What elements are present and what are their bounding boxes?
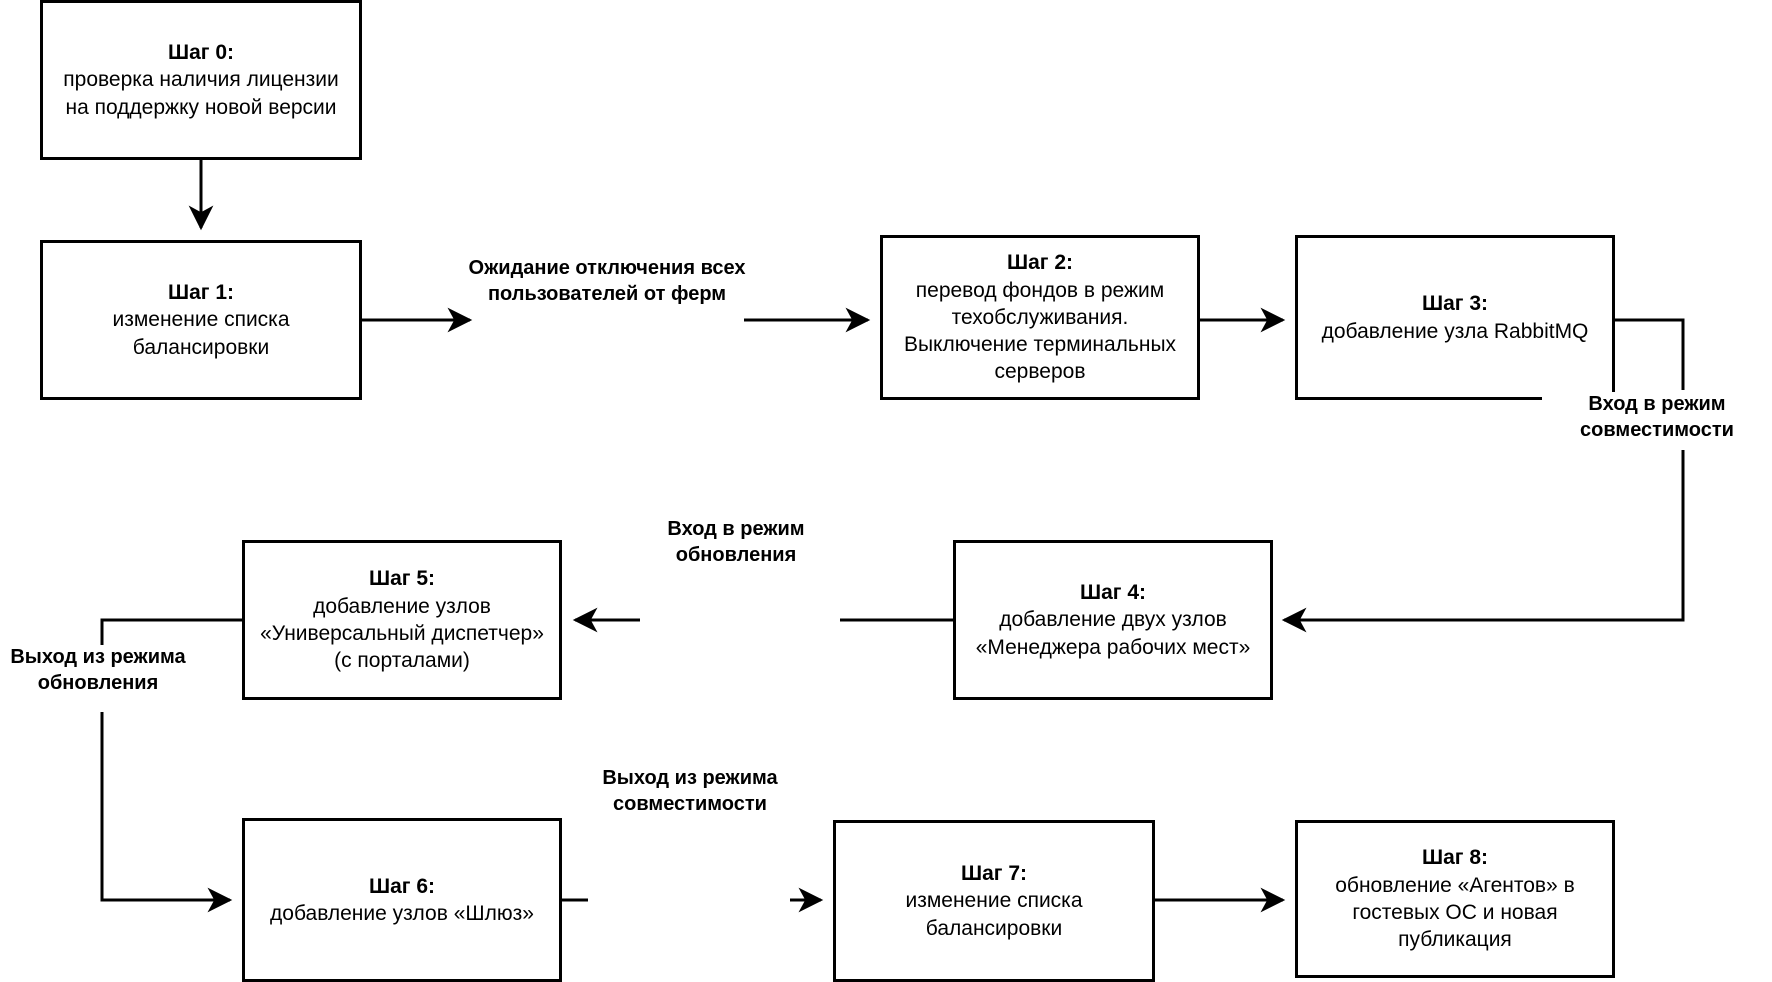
node-step1[interactable]: Шаг 1: изменение списка балансировки (40, 240, 362, 400)
edge-label-enter-update: Вход в режим обновления (638, 517, 834, 569)
node-step0[interactable]: Шаг 0: проверка наличия лицензии на подд… (40, 0, 362, 160)
node-step5[interactable]: Шаг 5: добавление узлов «Универсальный д… (242, 540, 562, 700)
node-step5-body: добавление узлов «Универсальный диспетче… (260, 594, 544, 673)
node-step3[interactable]: Шаг 3: добавление узла RabbitMQ (1295, 235, 1615, 400)
node-step4-body: добавление двух узлов «Менеджера рабочих… (975, 608, 1251, 659)
node-step4-title: Шаг 4: (1079, 581, 1147, 605)
node-step3-title: Шаг 3: (1421, 292, 1489, 316)
edge-label-exit-compat: Выход из режима совместимости (586, 766, 794, 818)
node-step0-title: Шаг 0: (167, 41, 235, 65)
node-step3-body: добавление узла RabbitMQ (1321, 319, 1589, 343)
node-step8-body: обновление «Агентов» в гостевых ОС и нов… (1335, 873, 1575, 952)
edge-label-wait-users: Ожидание отключения всех пользователей о… (466, 256, 748, 308)
node-step2-title: Шаг 2: (1006, 251, 1074, 275)
node-step6[interactable]: Шаг 6: добавление узлов «Шлюз» (242, 818, 562, 982)
node-step1-title: Шаг 1: (167, 281, 235, 305)
node-step4[interactable]: Шаг 4: добавление двух узлов «Менеджера … (953, 540, 1273, 700)
node-step2[interactable]: Шаг 2: перевод фондов в режим техобслужи… (880, 235, 1200, 400)
node-step7[interactable]: Шаг 7: изменение списка балансировки (833, 820, 1155, 982)
node-step8-title: Шаг 8: (1421, 846, 1489, 870)
node-step8[interactable]: Шаг 8: обновление «Агентов» в гостевых О… (1295, 820, 1615, 978)
node-step6-title: Шаг 6: (368, 874, 436, 898)
node-step5-title: Шаг 5: (368, 567, 436, 591)
edge-label-exit-update: Выход из режима обновления (0, 645, 196, 697)
node-step7-title: Шаг 7: (960, 862, 1028, 886)
node-step0-body: проверка наличия лицензии на поддержку н… (63, 68, 339, 119)
edge-label-enter-compat: Вход в режим совместимости (1542, 392, 1772, 444)
node-step6-body: добавление узлов «Шлюз» (270, 902, 534, 925)
node-step2-body: перевод фондов в режим техобслуживания. … (903, 278, 1177, 384)
node-step1-body: изменение списка балансировки (112, 308, 290, 359)
node-step7-body: изменение списка балансировки (905, 889, 1083, 940)
